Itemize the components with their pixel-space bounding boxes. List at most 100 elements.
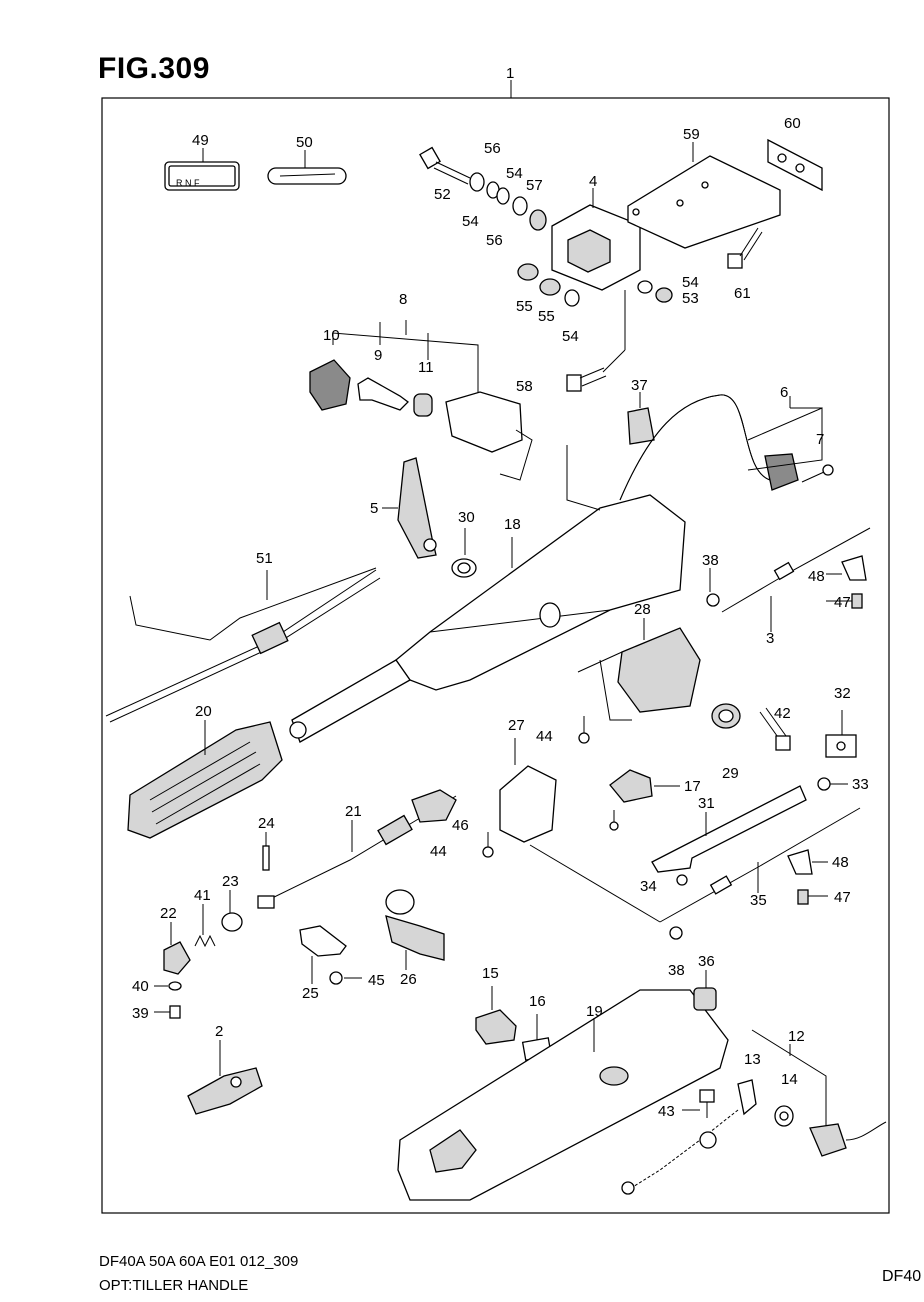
callout-6: 6 [780, 384, 788, 401]
bolt-part-58 [566, 290, 626, 392]
bracket-part-48-upper [826, 555, 867, 581]
key-switch-group-part-8 [309, 320, 533, 481]
callout-18: 18 [504, 516, 521, 533]
callout-47: 47 [834, 889, 851, 906]
callout-14: 14 [781, 1071, 798, 1088]
callout-10: 10 [323, 327, 340, 344]
callout-54: 54 [682, 274, 699, 291]
callout-9: 9 [374, 347, 382, 364]
callout-52: 52 [434, 186, 451, 203]
nut-part-14 [774, 1105, 794, 1127]
callout-43: 43 [658, 1103, 675, 1120]
plate-part-32 [825, 710, 857, 758]
clip-part-38-lower [669, 926, 683, 940]
callout-61: 61 [734, 285, 751, 302]
grommet-part-37 [627, 392, 655, 445]
callout-41: 41 [194, 887, 211, 904]
bar-part-31 [651, 785, 807, 873]
screw-part-45 [329, 971, 362, 985]
bushings-parts-55 [517, 263, 673, 307]
callout-33: 33 [852, 776, 869, 793]
switch-assembly-part-28 [577, 618, 701, 721]
washer-part-40 [154, 981, 182, 991]
callout-13: 13 [744, 1051, 761, 1068]
callout-25: 25 [302, 985, 319, 1002]
callout-12: 12 [788, 1028, 805, 1045]
callout-59: 59 [683, 126, 700, 143]
bracket-part-48-lower [787, 849, 828, 875]
diagram-frame [101, 97, 890, 1214]
callout-40: 40 [132, 978, 149, 995]
callout-7: 7 [816, 431, 824, 448]
callout-39: 39 [132, 1005, 149, 1022]
callout-27: 27 [508, 717, 525, 734]
bracket-part-25 [299, 925, 347, 984]
corner-label: DF40 [882, 1268, 922, 1285]
callout-56: 56 [484, 140, 501, 157]
callout-54: 54 [462, 213, 479, 230]
callout-15: 15 [482, 965, 499, 982]
callout-48: 48 [808, 568, 825, 585]
cap-part-17 [609, 769, 680, 803]
callout-35: 35 [750, 892, 767, 909]
footer-caption: OPT:TILLER HANDLE [99, 1277, 249, 1294]
bracket-part-2 [187, 1040, 263, 1115]
callout-11: 11 [418, 359, 434, 376]
callout-57: 57 [526, 177, 543, 194]
callout-31: 31 [698, 795, 715, 812]
callout-2: 2 [215, 1023, 223, 1040]
tiller-handle-part-18 [395, 445, 686, 691]
washers-parts-54-56-57 [469, 172, 547, 231]
figure-title: FIG.309 [98, 52, 210, 85]
callout-54: 54 [562, 328, 579, 345]
callout-20: 20 [195, 703, 212, 720]
callout-24: 24 [258, 815, 275, 832]
callout-32: 32 [834, 685, 851, 702]
screw-part-7 [801, 464, 834, 483]
harness-part-6 [619, 394, 823, 501]
callout-labels: 1234567891011121314151617181920212223242… [132, 65, 869, 1120]
callout-23: 23 [222, 873, 239, 890]
grip-part-20 [127, 720, 283, 839]
callout-44: 44 [536, 728, 553, 745]
mount-bracket-part-59 [627, 142, 781, 249]
connector-part-15 [475, 986, 517, 1045]
cable-part-3 [721, 527, 871, 632]
callout-54: 54 [506, 165, 523, 182]
callout-30: 30 [458, 509, 475, 526]
callout-37: 37 [631, 377, 648, 394]
screw-part-46 [609, 810, 619, 831]
bolt-part-52 [419, 146, 471, 185]
clip-part-34 [676, 874, 688, 886]
callout-1: 1 [506, 65, 514, 82]
throttle-cable-part-21 [257, 789, 457, 909]
callout-3: 3 [766, 630, 774, 647]
pivot-bracket-part-4 [551, 188, 641, 291]
callout-5: 5 [370, 500, 378, 517]
clip-part-38-upper [706, 568, 720, 607]
callout-48: 48 [832, 854, 849, 871]
throttle-shaft [289, 659, 411, 743]
callout-56: 56 [486, 232, 503, 249]
callout-49: 49 [192, 132, 209, 149]
callout-26: 26 [400, 971, 417, 988]
clip-part-13 [621, 1079, 757, 1195]
bolt-part-61 [727, 227, 763, 269]
callout-4: 4 [589, 173, 597, 190]
lever-part-5 [382, 457, 437, 559]
spring-part-41 [194, 904, 216, 948]
bolt-part-47-lower [797, 889, 828, 905]
callout-55: 55 [538, 308, 555, 325]
callout-58: 58 [516, 378, 533, 395]
callout-47: 47 [834, 594, 851, 611]
callout-44: 44 [430, 843, 447, 860]
callout-28: 28 [634, 601, 651, 618]
callout-55: 55 [516, 298, 533, 315]
stop-switch-part-12 [751, 1029, 887, 1157]
callout-50: 50 [296, 134, 313, 151]
footer-model-code: DF40A 50A 60A E01 012_309 [99, 1253, 299, 1270]
bolt-part-42 [759, 707, 791, 751]
decal-part-50 [267, 150, 347, 185]
ring-part-33 [817, 777, 848, 791]
callout-19: 19 [586, 1003, 603, 1020]
